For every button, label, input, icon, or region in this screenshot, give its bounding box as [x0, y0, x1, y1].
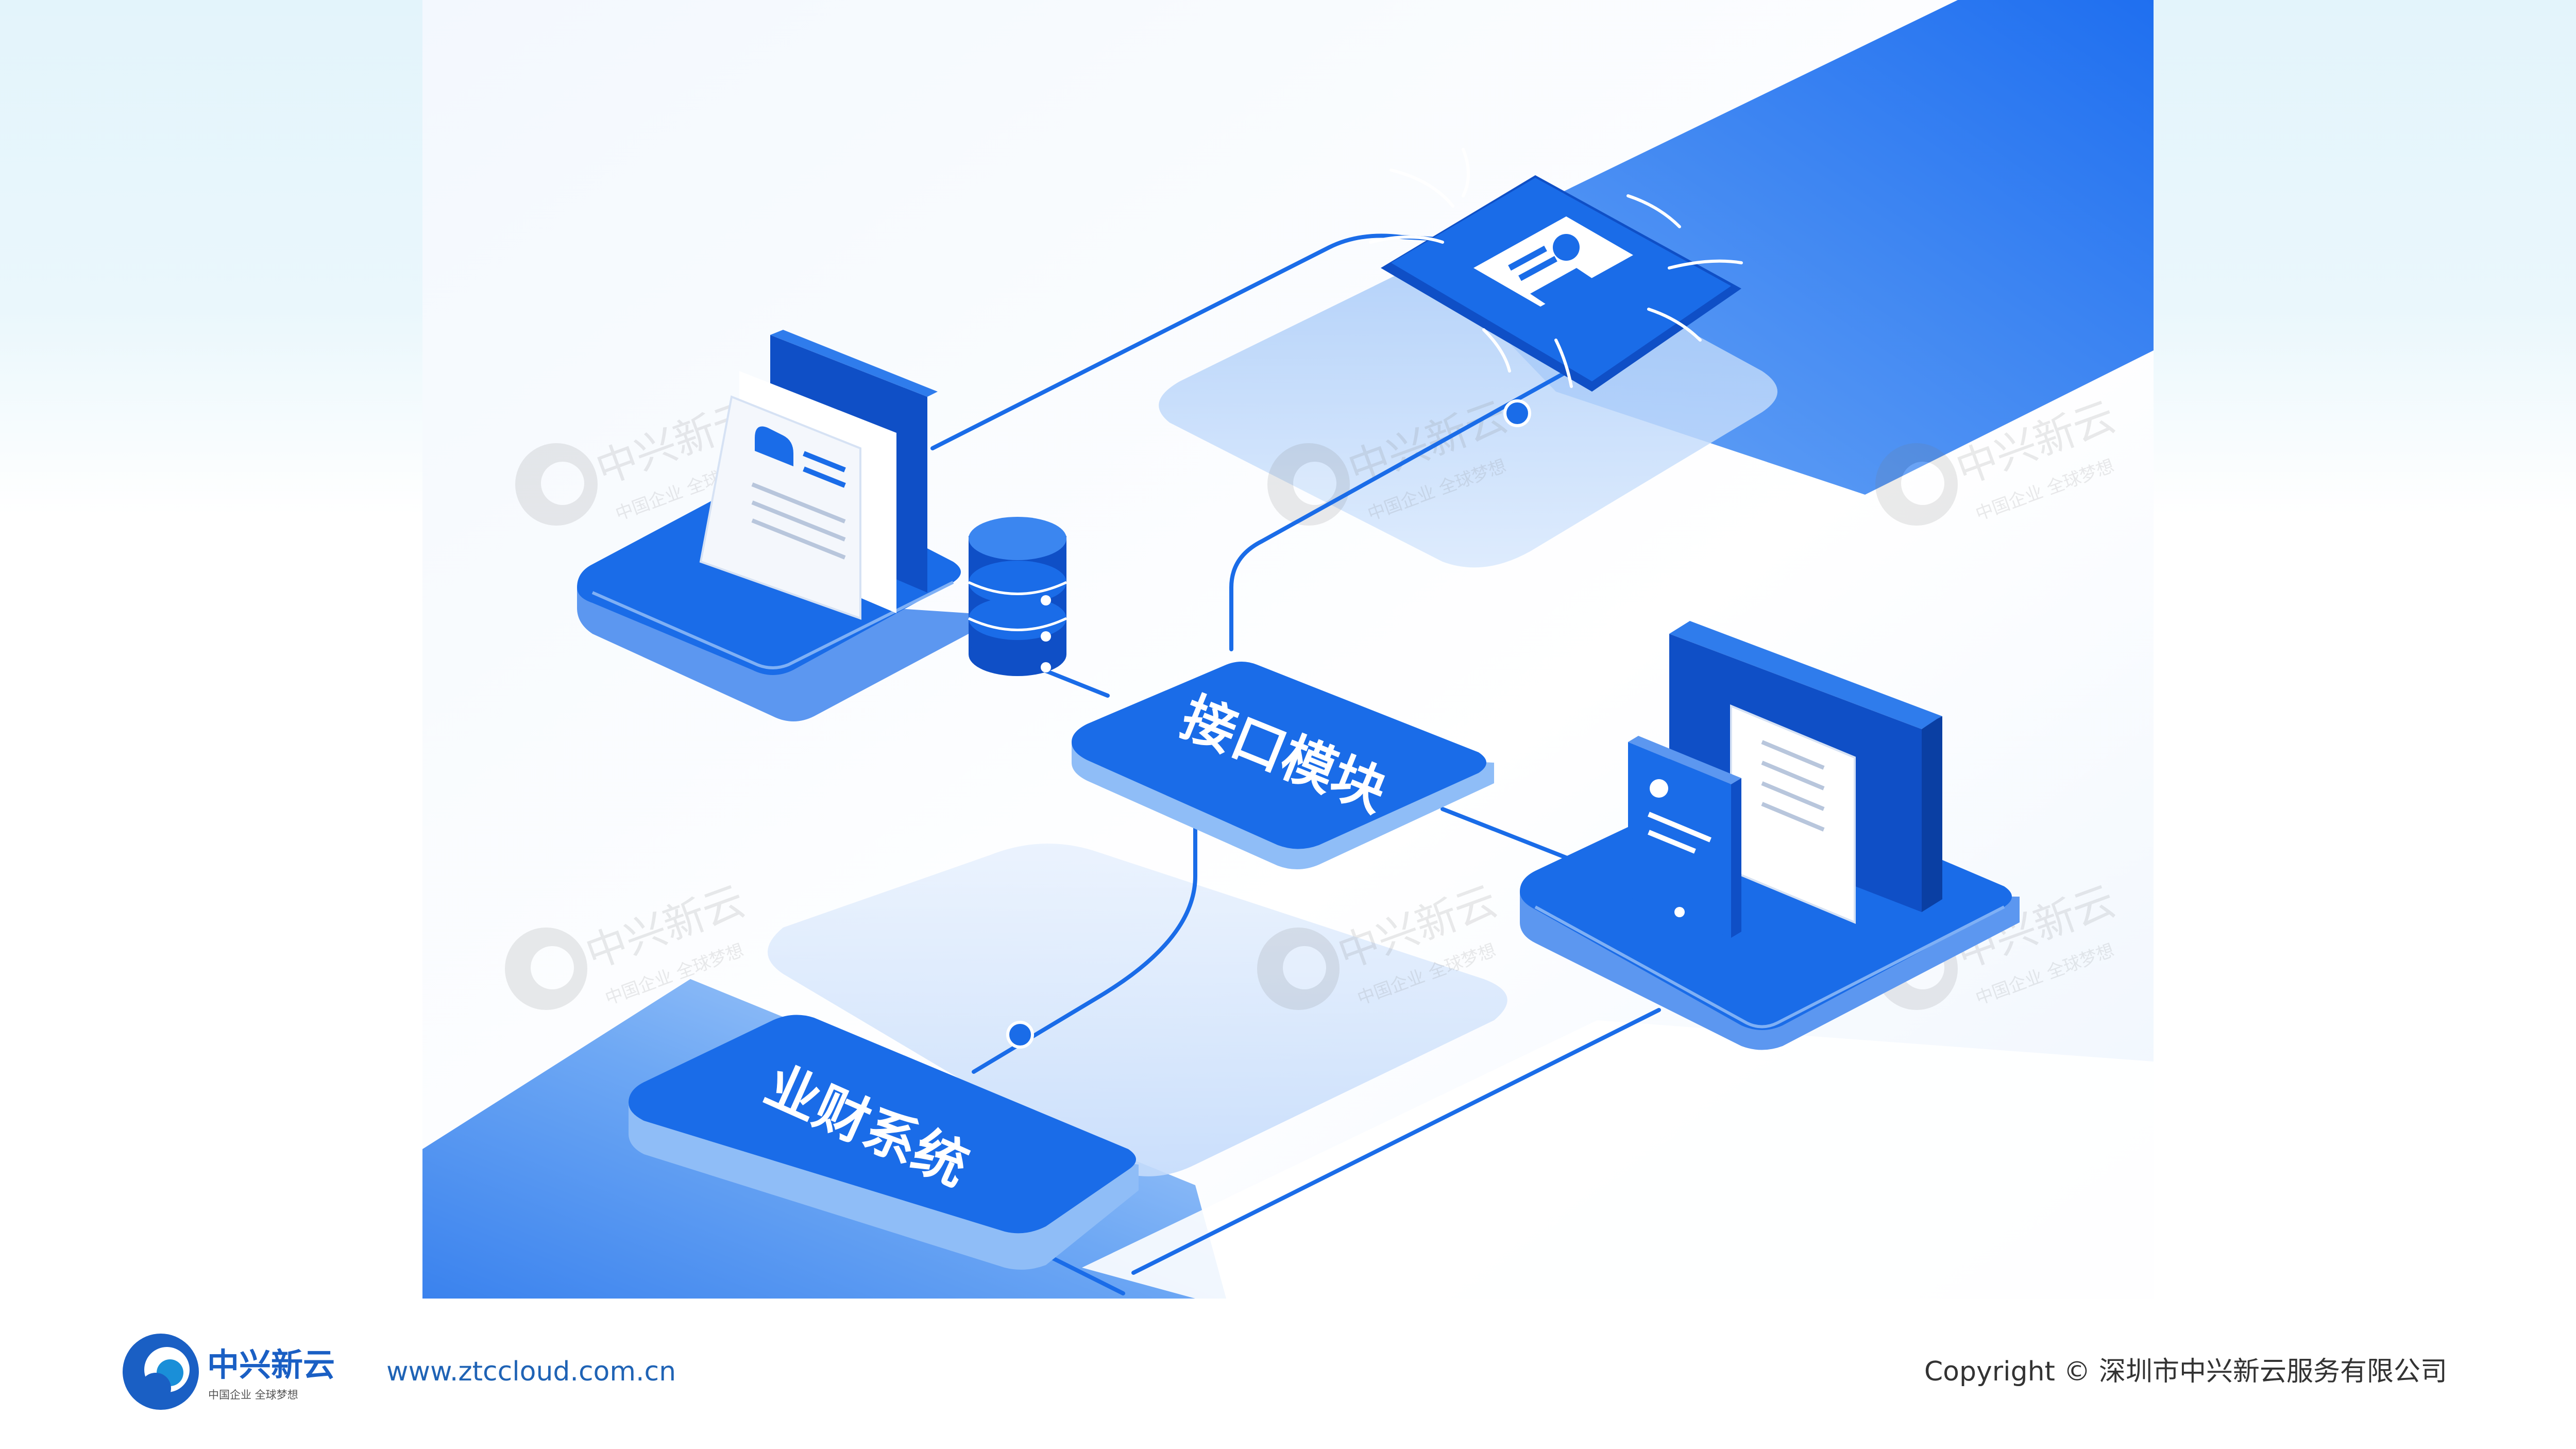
connector-node-dot — [1503, 399, 1531, 427]
system-integration-diagram: 中兴新云 中国企业 全球梦想 中兴新云 中国企业 全球梦想 中兴新云 中国企业 … — [422, 0, 2154, 1299]
glass-panel-bottom-left — [768, 844, 1507, 1176]
cloud-logo-icon — [123, 1334, 199, 1410]
logo-slogan: 中国企业 全球梦想 — [208, 1389, 298, 1401]
company-logo: 中兴新云 中国企业 全球梦想 — [123, 1334, 335, 1410]
white-stripe — [1082, 1020, 2154, 1299]
phone-icon — [1628, 736, 1741, 938]
finance-system-node: 业财系统 — [629, 1015, 1139, 1270]
document-stack-icon — [699, 330, 938, 620]
connector-interface-to-devices — [1440, 807, 1589, 868]
documents-platform — [577, 330, 969, 721]
id-card-icon — [1473, 216, 1633, 307]
connector-node-dot — [1006, 1021, 1034, 1049]
connector-interface-to-finance — [972, 812, 1197, 1074]
connector-interface-to-id — [1229, 359, 1589, 651]
logo-brand-name: 中兴新云 — [207, 1346, 335, 1384]
copyright-text: Copyright © 深圳市中兴新云服务有限公司 — [1924, 1356, 2447, 1387]
signal-waves-icon — [1369, 148, 1743, 388]
interface-module-node: 接口模块 — [1072, 662, 1494, 870]
devices-platform — [1520, 621, 2020, 1050]
connector-devices-bottom — [1131, 1008, 1661, 1275]
website-link[interactable]: www.ztccloud.com.cn — [386, 1356, 676, 1387]
tablet-document-icon — [1669, 621, 1942, 924]
database-icon — [968, 517, 1067, 676]
id-card-platform — [1369, 148, 1743, 392]
